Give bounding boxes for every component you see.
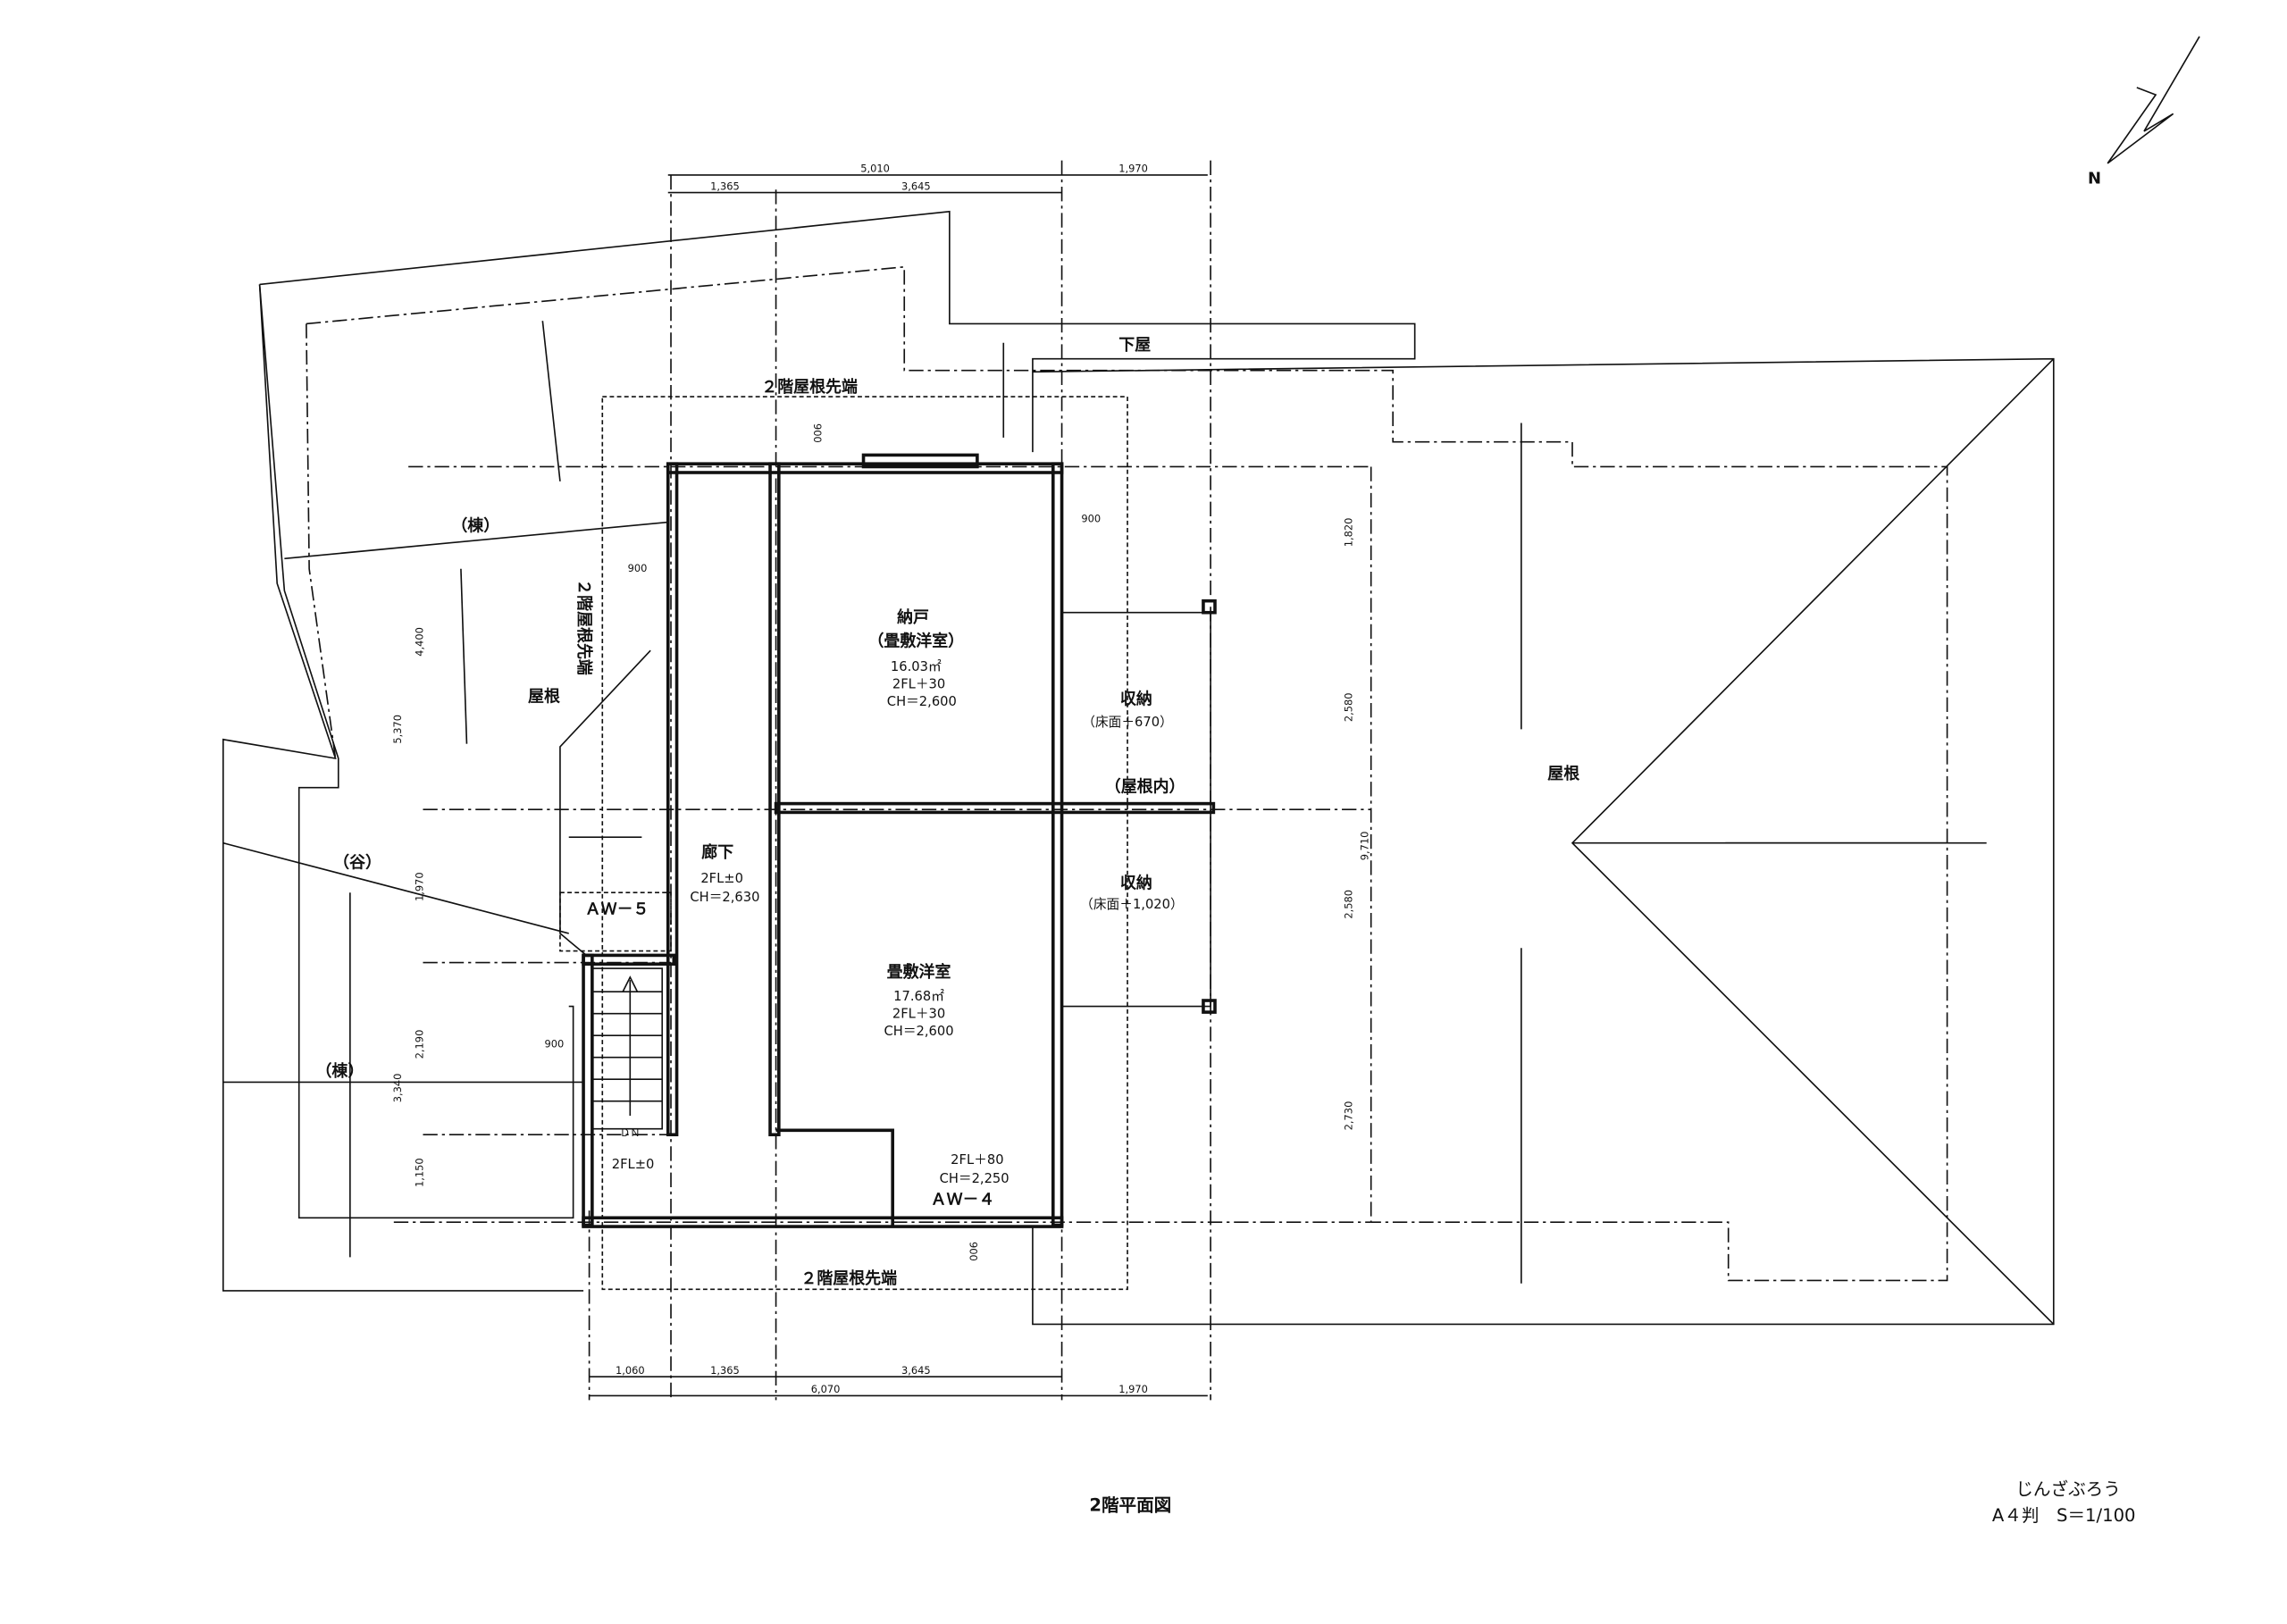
roof-edge-bottom-label: ２階屋根先端 [800,1268,897,1288]
roof-right-label: 屋根 [1547,764,1579,783]
dim-eave-top: 900 [811,423,824,443]
dim-top-right: 1,970 [1118,163,1148,175]
in-roof-label: （屋根内） [1105,777,1185,797]
bottom-fl: 2FL＋80 [951,1152,1003,1168]
north-label: N [2088,170,2101,188]
bottom-ch: CH＝2,250 [940,1171,1009,1186]
dim-eave-bottom: 900 [968,1242,980,1261]
lower-roof-label: 下屋 [1118,336,1151,355]
slope-arrows [349,321,1987,1284]
storeroom-ch: CH＝2,600 [887,694,957,709]
dim-bot-b: 1,365 [710,1364,740,1377]
dim-right-b: 2,580 [1342,693,1354,723]
roof-edge-top-label: ２階屋根先端 [761,377,858,397]
ridge-top-label: （棟） [451,515,499,535]
dim-left-b: 5,370 [391,715,404,744]
dim-left-a: 4,400 [413,627,425,657]
ridge-bottom-label: （棟） [316,1061,364,1081]
dim-bot-a: 1,060 [616,1364,645,1377]
dim-bot-right: 1,970 [1118,1383,1148,1395]
storeroom-name: 納戸 [897,607,929,627]
dim-right-d: 2,730 [1342,1101,1354,1131]
roof-left-label: 屋根 [528,686,560,706]
walls [582,453,1217,1228]
roof-outlines [222,210,2055,1326]
aw4-label: ＡＷ－４ [931,1191,995,1210]
storage2-name: 収納 [1120,873,1152,892]
storage2-sub: （床面＋1,020） [1080,897,1184,912]
dim-left-f: 1,150 [413,1158,425,1187]
roof-edge-left-label: ２階屋根先端 [574,579,594,675]
dim-bot-c: 3,645 [901,1364,931,1377]
corridor-name: 廊下 [701,842,733,862]
dim-top-b: 3,645 [901,180,931,192]
aw5-label: ＡＷ－５ [585,900,649,919]
dim-left-e: 3,340 [391,1074,404,1103]
dimension-lines [589,174,1208,1397]
dim-left-c: 1,970 [413,872,425,901]
storeroom-sub: （畳敷洋室） [867,631,964,650]
drawing-title: 2階平面図 [1089,1494,1171,1515]
paper-scale: A４判 S＝1/100 [1992,1505,2136,1526]
dim-right-c: 2,580 [1342,890,1354,919]
corridor-fl: 2FL±0 [700,871,743,886]
north-arrow-icon [2107,36,2200,164]
tatami-ch: CH＝2,600 [884,1024,954,1039]
dim-left-d: 2,190 [413,1030,425,1059]
dim-right-total: 9,710 [1358,832,1370,861]
storage1-sub: （床面＋670） [1082,715,1172,730]
storeroom-area: 16.03㎡ [891,659,942,674]
dim-right-a: 1,820 [1342,518,1354,548]
storage1-name: 収納 [1120,690,1152,709]
dim-top-total: 5,010 [860,163,890,175]
tatami-name: 畳敷洋室 [887,962,951,982]
valley-label: （谷） [333,853,381,872]
dim-eave-stair: 900 [545,1037,565,1050]
dn-label: ＤＮ [620,1126,641,1139]
tatami-area: 17.68㎡ [893,989,944,1004]
author: じんざぶろう [2015,1478,2120,1499]
stair [591,967,664,1130]
corridor-ch: CH＝2,630 [690,890,759,905]
dim-top-a: 1,365 [710,180,740,192]
storeroom-fl: 2FL＋30 [892,677,945,692]
tatami-fl: 2FL＋30 [892,1007,945,1022]
dim-eave-left: 900 [628,562,648,574]
stair-fl: 2FL±0 [612,1157,655,1172]
dim-eave-right: 900 [1081,513,1101,525]
dim-bot-total: 6,070 [811,1383,841,1395]
grid-lines [393,160,1372,1401]
